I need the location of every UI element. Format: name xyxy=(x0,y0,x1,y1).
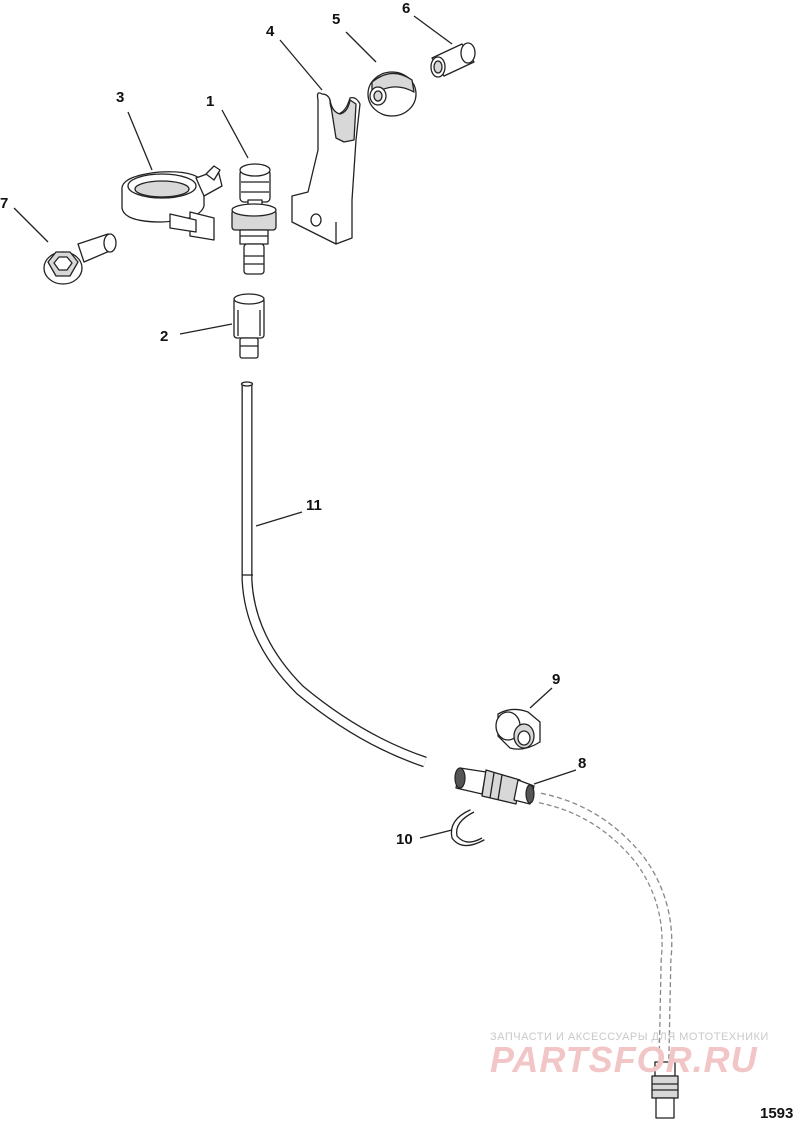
part-6-sleeve xyxy=(430,42,476,78)
leader-4 xyxy=(279,39,323,91)
callout-2: 2 xyxy=(160,328,168,345)
leader-5 xyxy=(345,31,377,63)
leader-2 xyxy=(179,323,233,335)
leader-1 xyxy=(221,109,249,159)
leader-7 xyxy=(13,207,49,243)
part-2-connector xyxy=(233,293,265,359)
leader-3 xyxy=(127,111,153,171)
part-4-bracket xyxy=(291,92,361,245)
part-3-hose-clamp xyxy=(121,165,223,241)
callout-7: 7 xyxy=(0,195,8,212)
leader-6 xyxy=(413,15,453,45)
callout-6: 6 xyxy=(402,0,410,17)
watermark-brand: PARTSFOR.RU xyxy=(490,1039,758,1080)
figure-number: 1593 xyxy=(760,1105,793,1122)
callout-8: 8 xyxy=(578,755,586,772)
part-5-grommet xyxy=(367,71,417,117)
connector-hose xyxy=(538,792,679,1119)
callout-1: 1 xyxy=(206,93,214,110)
callout-4: 4 xyxy=(266,23,275,40)
part-9-grommet xyxy=(495,708,541,750)
leader-10 xyxy=(419,829,453,839)
callout-10: 10 xyxy=(396,831,413,848)
leader-9 xyxy=(529,687,553,709)
part-1-fitting xyxy=(231,163,277,275)
part-11-tube xyxy=(240,381,427,768)
callout-5: 5 xyxy=(332,11,340,28)
callout-11: 11 xyxy=(306,497,322,514)
part-7-flange-bolt xyxy=(43,233,117,285)
part-8-quick-connector xyxy=(454,767,535,805)
callout-3: 3 xyxy=(116,89,124,106)
leader-8 xyxy=(533,769,577,785)
part-10-retaining-clip xyxy=(450,809,485,847)
callout-9: 9 xyxy=(552,671,560,688)
watermark-tagline: ЗАПЧАСТИ И АКСЕССУАРЫ ДЛЯ МОТОТЕХНИКИ xyxy=(490,1031,769,1043)
leader-11 xyxy=(255,511,303,527)
